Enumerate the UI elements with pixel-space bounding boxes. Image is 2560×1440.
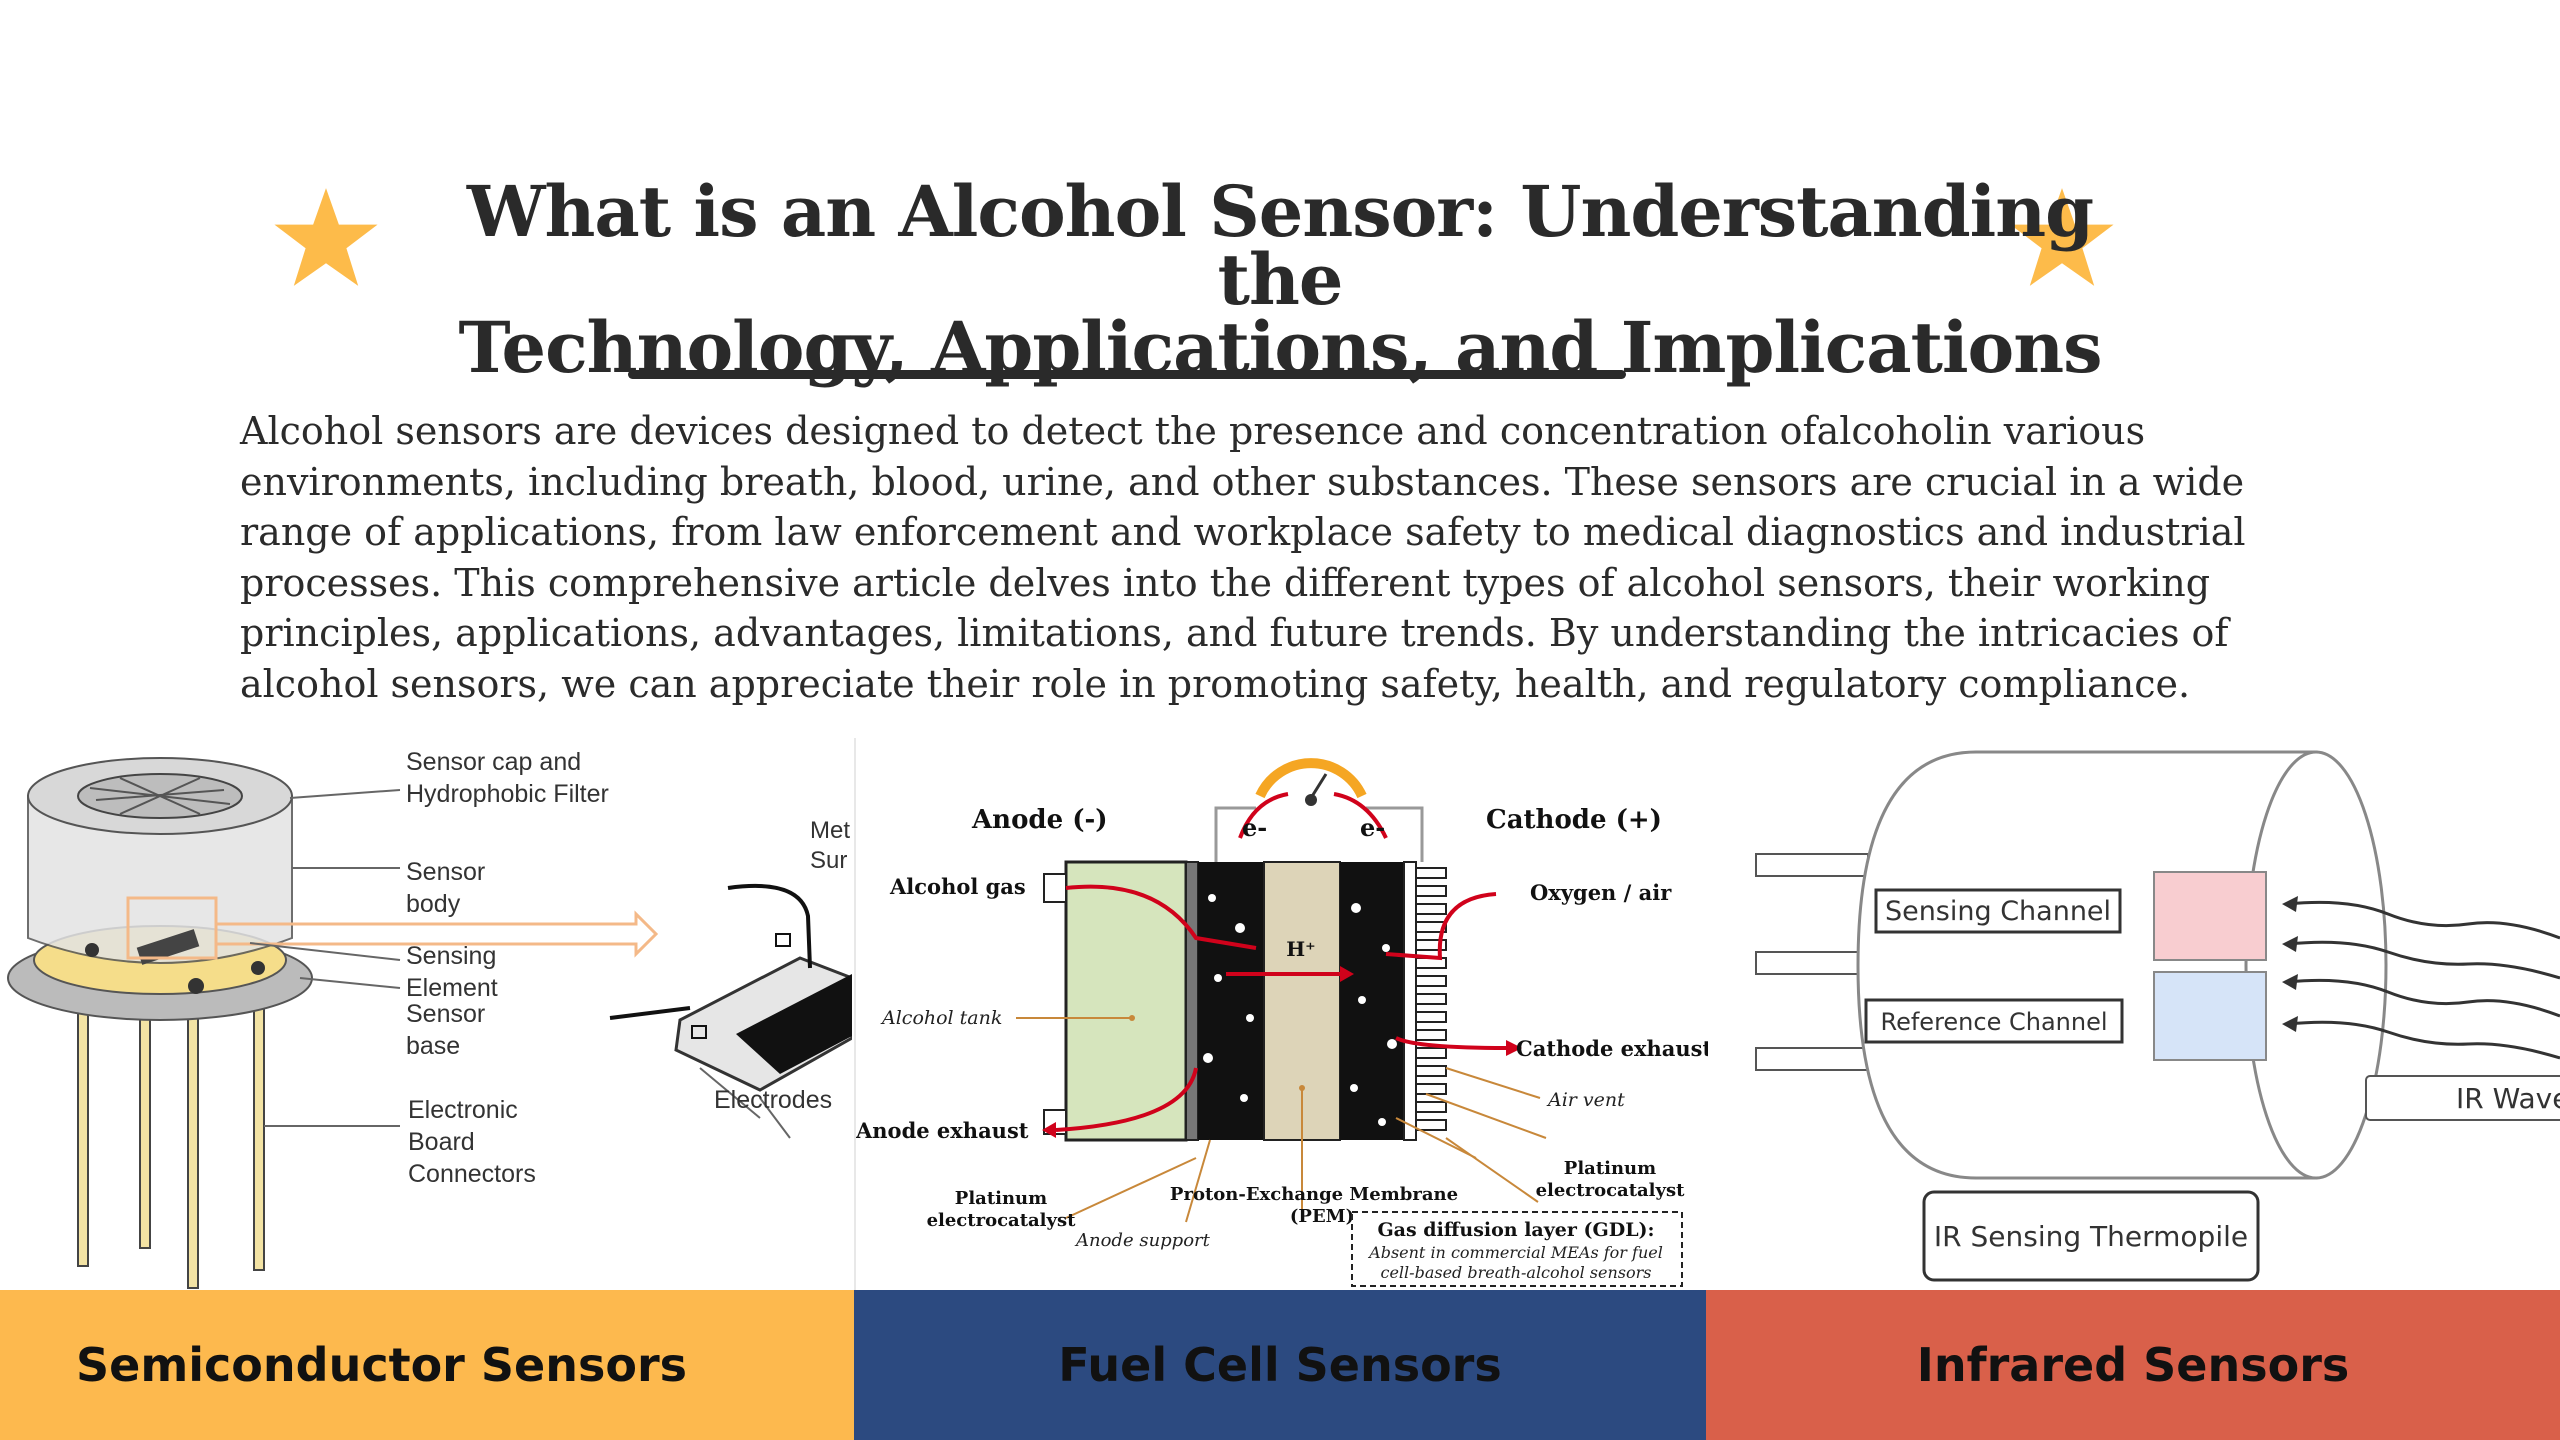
air-vent-label: Air vent	[1546, 1089, 1625, 1111]
electron-label: e-	[1360, 813, 1385, 842]
gdl-note: Absent in commercial MEAs for fuel	[1367, 1243, 1663, 1262]
connector-label: Connectors	[408, 1160, 536, 1188]
gdl-title: Gas diffusion layer (GDL):	[1377, 1219, 1654, 1241]
caption-semiconductor: Semiconductor Sensors	[0, 1290, 854, 1440]
cap-label: Hydrophobic Filter	[406, 780, 609, 808]
pem-label: Proton-Exchange Membrane	[1170, 1184, 1458, 1205]
anode-label: Anode (-)	[971, 805, 1108, 835]
sensing-channel-label: Sensing Channel	[1885, 896, 2111, 927]
metal-label: Met	[810, 817, 850, 844]
caption-fuel-cell: Fuel Cell Sensors	[854, 1290, 1706, 1440]
element-label: Sensing	[406, 942, 496, 970]
electron-label: e-	[1242, 813, 1267, 842]
platinum-left-label: electrocatalyst	[927, 1210, 1077, 1231]
cap-label: Sensor cap and	[406, 748, 581, 776]
alcohol-tank-label: Alcohol tank	[880, 1007, 1002, 1029]
title-block: What is an Alcohol Sensor: Understanding…	[0, 170, 2560, 383]
metal-label: Sur	[810, 847, 847, 874]
semiconductor-diagram: Sensor cap and Hydrophobic Filter Sensor…	[0, 738, 852, 1290]
star-icon	[2010, 188, 2114, 286]
reference-channel-label: Reference Channel	[1880, 1008, 2107, 1036]
anode-support-label: Anode support	[1074, 1230, 1211, 1251]
ir-wave-label: IR Wave	[2456, 1082, 2560, 1115]
electrodes-label: Electrodes	[714, 1086, 832, 1114]
oxygen-air-label: Oxygen / air	[1530, 880, 1672, 905]
anode-exhaust-label: Anode exhaust	[856, 1118, 1029, 1143]
title-divider	[628, 370, 1626, 379]
page-title: What is an Alcohol Sensor: Understanding…	[430, 170, 2130, 383]
intro-paragraph: Alcohol sensors are devices designed to …	[240, 409, 2246, 706]
body-label: Sensor	[406, 858, 485, 886]
title-line-1: What is an Alcohol Sensor: Understanding…	[466, 170, 2094, 321]
pem-label: (PEM)	[1290, 1206, 1354, 1227]
cathode-exhaust-label: Cathode exhaust	[1516, 1036, 1708, 1061]
connector-label: Board	[408, 1128, 475, 1156]
gdl-note: cell-based breath-alcohol sensors	[1381, 1263, 1652, 1282]
star-icon	[274, 188, 378, 286]
platinum-right-label: electrocatalyst	[1536, 1180, 1686, 1201]
element-label: Element	[406, 974, 498, 1002]
base-label: base	[406, 1032, 460, 1060]
proton-label: H⁺	[1286, 937, 1315, 961]
connector-label: Electronic	[408, 1096, 518, 1124]
alcohol-gas-label: Alcohol gas	[889, 874, 1026, 899]
platinum-left-label: Platinum	[955, 1188, 1047, 1209]
thermopile-label: IR Sensing Thermopile	[1934, 1220, 2248, 1253]
infrared-diagram: Sensing Channel Reference Channel IR Wav…	[1708, 738, 2560, 1290]
body-label: body	[406, 890, 461, 918]
cathode-label: Cathode (+)	[1486, 805, 1662, 835]
fuel-cell-diagram: Anode (-) Cathode (+) e- e- Alcohol gas …	[854, 738, 1710, 1290]
caption-infrared: Infrared Sensors	[1706, 1290, 2560, 1440]
base-label: Sensor	[406, 1000, 485, 1028]
platinum-right-label: Platinum	[1564, 1158, 1656, 1179]
